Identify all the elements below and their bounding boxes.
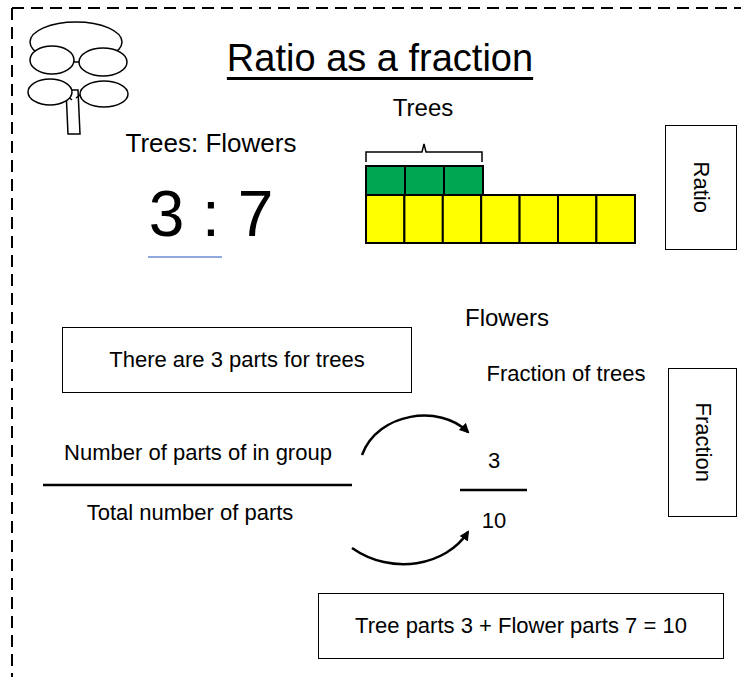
- flower-cell: [443, 195, 481, 243]
- tree-foliage: [28, 79, 72, 105]
- dashed-border: [12, 7, 741, 9]
- flower-cell: [520, 195, 558, 243]
- flower-cell: [596, 195, 635, 243]
- label-wrap: 10: [482, 508, 506, 534]
- box-text: Ratio: [688, 162, 714, 213]
- label-wrap: Trees: [393, 94, 453, 123]
- bracket: [366, 144, 482, 162]
- tree-cell: [405, 166, 444, 195]
- flower-cell: [481, 195, 519, 243]
- label: Number of parts of in group: [64, 440, 332, 466]
- box-text: There are 3 parts for trees: [109, 347, 365, 373]
- tree-foliage: [80, 81, 128, 107]
- label-wrap: Trees: Flowers: [126, 128, 297, 159]
- flower-cell: [366, 195, 404, 243]
- tree-icon: [28, 22, 128, 134]
- text-box: Ratio: [665, 125, 737, 250]
- box-text: Fraction: [689, 403, 715, 482]
- label-wrap: 3 : 7: [149, 176, 274, 253]
- title-wrap: Ratio as a fraction: [227, 36, 533, 82]
- tree-cell: [444, 166, 483, 195]
- label: 3: [488, 448, 500, 474]
- tree-cell: [366, 166, 405, 195]
- box-text: Tree parts 3 + Flower parts 7 = 10: [355, 613, 687, 639]
- label: Flowers: [465, 304, 549, 333]
- label-wrap: Total number of parts: [87, 500, 294, 526]
- fraction-bar: [43, 484, 352, 487]
- curved-arrow: [352, 532, 468, 564]
- label: Trees: Flowers: [126, 128, 297, 159]
- curved-arrow: [362, 416, 468, 455]
- label: Fraction of trees: [487, 361, 646, 387]
- flower-cell: [404, 195, 442, 243]
- label: Total number of parts: [87, 500, 294, 526]
- label: 3 : 7: [149, 176, 274, 253]
- dashed-border: [11, 8, 13, 677]
- label-wrap: Flowers: [465, 304, 549, 333]
- label: 10: [482, 508, 506, 534]
- text-box: Tree parts 3 + Flower parts 7 = 10: [318, 593, 724, 659]
- title: Ratio as a fraction: [227, 36, 533, 82]
- tree-foliage: [30, 46, 74, 74]
- text-box: Fraction: [668, 368, 737, 517]
- label-wrap: 3: [488, 448, 500, 474]
- spell-underline: [148, 256, 222, 258]
- label-wrap: Fraction of trees: [487, 361, 646, 387]
- label: Trees: [393, 94, 453, 123]
- text-box: There are 3 parts for trees: [62, 327, 412, 393]
- tree-foliage: [79, 48, 127, 76]
- label-wrap: Number of parts of in group: [64, 440, 332, 466]
- bar-model: [366, 166, 635, 243]
- flower-cell: [558, 195, 596, 243]
- fraction-bar: [460, 489, 527, 492]
